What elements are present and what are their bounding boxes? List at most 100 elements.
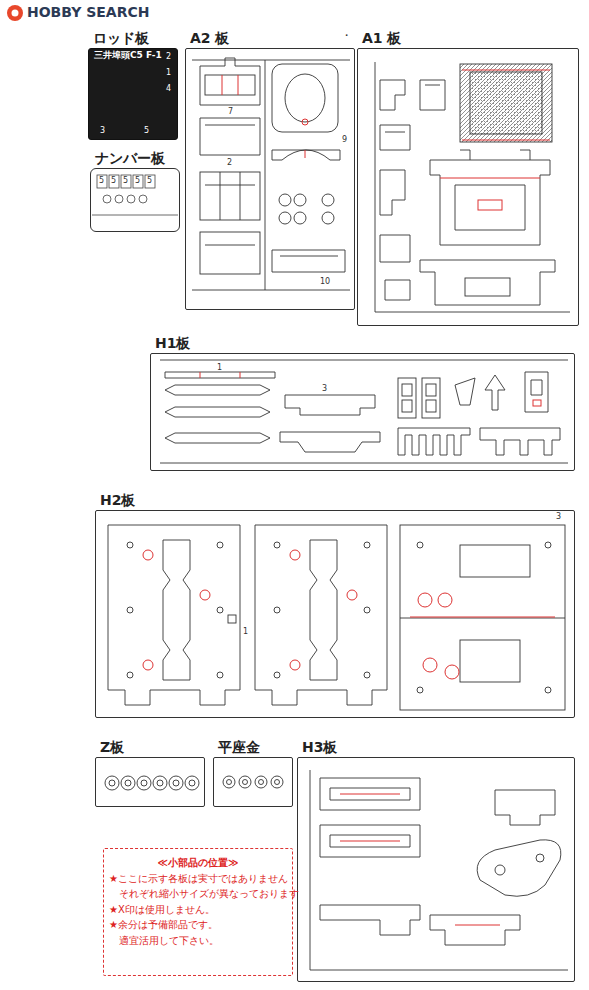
callout-number: 3 — [100, 127, 105, 135]
note-line: ★ここに示す各板は実寸ではありません — [109, 871, 287, 887]
washer-part — [223, 776, 283, 788]
h2-mark — [290, 550, 300, 560]
callout-number: 7 — [228, 108, 233, 116]
a1-part — [385, 280, 410, 300]
h2-part — [417, 542, 423, 548]
h2-part — [217, 607, 223, 613]
a1-part — [460, 150, 530, 160]
h2-mark — [143, 550, 153, 560]
callout-number: 10 — [320, 278, 330, 286]
h2-part — [310, 540, 337, 680]
h2-mark — [200, 590, 210, 600]
h1-mark — [200, 372, 541, 406]
h2-mark — [290, 660, 300, 670]
h3-part — [495, 865, 505, 875]
number-plate-part — [133, 175, 143, 188]
logo-icon — [7, 5, 23, 21]
a1-part — [380, 235, 410, 262]
h2-part — [108, 525, 240, 705]
a2-part — [200, 118, 260, 155]
h1-part — [160, 360, 568, 463]
callout-number: 3 — [322, 385, 327, 393]
washer-part — [239, 776, 251, 788]
a1-part — [420, 80, 445, 110]
logo-icon — [7, 5, 23, 21]
h3-part — [430, 915, 520, 945]
z-part — [109, 780, 115, 786]
h2-part — [460, 545, 530, 577]
washer-part — [223, 776, 235, 788]
z-part — [169, 776, 183, 790]
note-box: ≪小部品の位置≫★ここに示す各板は実寸ではありませんそれぞれ縮小サイズが異なって… — [103, 848, 293, 976]
h2-part — [163, 540, 190, 680]
a2-part — [192, 58, 350, 290]
sheet-heading: A2 板 — [190, 30, 229, 46]
h2-part — [127, 607, 133, 613]
h2-part — [364, 607, 370, 613]
sheet-h2: H2板 — [95, 510, 575, 718]
h2-part — [417, 687, 423, 693]
a2-part — [205, 172, 255, 220]
a2-part — [200, 232, 260, 274]
a2-part — [279, 194, 291, 206]
z-part — [121, 776, 135, 790]
a2-part — [322, 194, 334, 206]
a2-part — [294, 212, 306, 224]
h2-part — [545, 687, 551, 693]
h2-part — [255, 525, 387, 705]
z-part — [125, 780, 131, 786]
a2-part — [272, 64, 338, 132]
h2-part — [228, 615, 236, 623]
callout-number: 4 — [166, 85, 171, 93]
number-plate-part — [103, 195, 111, 203]
h1-part — [398, 378, 416, 418]
number-digit: 5 — [111, 177, 116, 185]
sheet-h3: H3板 — [297, 757, 575, 982]
h1-part — [280, 432, 380, 452]
h2-part — [545, 542, 551, 548]
a2-part — [285, 74, 325, 122]
sheet-heading: Z板 — [100, 739, 124, 755]
h1-part — [426, 400, 436, 412]
number-plate-part — [127, 195, 135, 203]
h2-part — [400, 525, 565, 710]
sheet-heading: ナンバー板 — [95, 150, 165, 166]
plate-inscription: 三井埠頭C5 F-1 — [93, 50, 163, 61]
z-part — [185, 776, 199, 790]
h3-part — [310, 770, 568, 970]
a1-mark — [478, 200, 502, 210]
a2-part — [205, 245, 255, 246]
a2-mark — [222, 75, 238, 95]
h3-part — [495, 790, 555, 825]
a1-mark — [462, 70, 550, 140]
note-heading: ≪小部品の位置≫ — [109, 855, 287, 871]
h2-part — [400, 618, 565, 619]
number-plate-part — [145, 175, 155, 188]
z-part — [137, 776, 151, 790]
h2-mark — [438, 593, 452, 607]
washer-part — [259, 780, 264, 785]
h1-part — [402, 400, 412, 412]
h2-mark — [347, 590, 357, 600]
callout-number: 1 — [217, 364, 222, 372]
h1-part — [165, 433, 270, 443]
sheet-heading: H3板 — [302, 739, 337, 755]
z-part — [157, 780, 163, 786]
h3-part — [536, 854, 544, 862]
a2-part — [200, 172, 260, 220]
h2-mark — [418, 593, 432, 607]
a2-mark — [305, 150, 306, 158]
z-part — [153, 776, 167, 790]
h2-part — [274, 607, 280, 613]
h3-part — [477, 840, 561, 896]
a1-part — [455, 185, 525, 230]
washer-part — [255, 776, 267, 788]
h1-mark — [533, 400, 541, 406]
a1-part — [420, 260, 555, 305]
number-plate-part — [121, 175, 131, 188]
sheet-a2: A2 板 — [185, 48, 355, 310]
h1-part — [485, 375, 505, 410]
h1-part — [165, 385, 270, 395]
sheet-a1: A1 板 — [357, 48, 579, 326]
